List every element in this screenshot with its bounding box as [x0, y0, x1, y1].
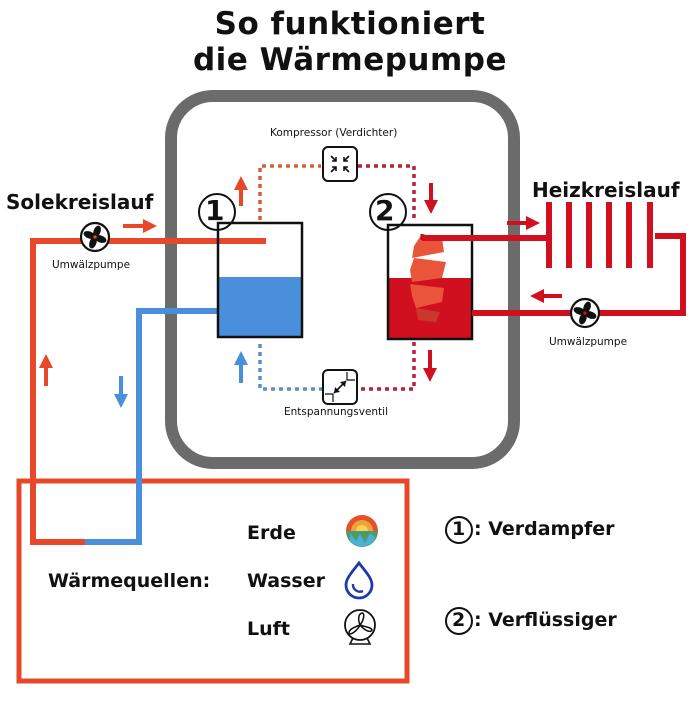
- heat-pump-housing: [165, 90, 520, 469]
- pump-right-label: Umwälzpumpe: [549, 336, 628, 348]
- marker-2-circle: [369, 193, 407, 231]
- arrow-up-icon: [39, 354, 53, 386]
- heat-source-air: Luft: [247, 618, 290, 640]
- arrow-up-icon: [234, 176, 248, 206]
- legend-1-circle: [445, 516, 473, 544]
- pump-left-label: Umwälzpumpe: [52, 259, 131, 271]
- heat-sources-frame: [16, 478, 410, 684]
- refrigerant-line-top-left: [258, 164, 321, 220]
- refrigerant-line-bottom-left: [258, 340, 323, 391]
- arrow-down-icon: [114, 376, 128, 408]
- arrow-down-icon: [424, 183, 438, 214]
- legend-1-number: 1: [452, 518, 466, 540]
- evaporator-tank: [216, 221, 304, 339]
- legend-2-circle: [445, 607, 473, 635]
- brine-supply-pipe: [30, 238, 266, 545]
- legend-2-text: : Verflüssiger: [474, 609, 617, 631]
- circulation-pump-right-icon: [569, 297, 601, 329]
- fan-icon: [344, 609, 376, 645]
- refrigerant-line-bottom-right: [358, 342, 416, 391]
- marker-1-circle: [198, 193, 236, 231]
- arrow-right-icon: [507, 216, 540, 230]
- marker-1-number: 1: [205, 194, 225, 227]
- earth-icon: [346, 515, 378, 547]
- refrigerant-line-top-right: [358, 164, 416, 222]
- water-drop-icon: [344, 560, 374, 600]
- compressor-icon[interactable]: [322, 146, 358, 182]
- arrow-down-icon: [423, 350, 437, 382]
- condenser-tank: [386, 223, 474, 341]
- arrow-up-icon: [234, 351, 248, 383]
- radiator-icon: [546, 202, 683, 268]
- legend-2-number: 2: [452, 609, 466, 631]
- heat-sources-heading: Wärmequellen:: [48, 570, 211, 592]
- brine-circuit-label: Solekreislauf: [6, 190, 154, 214]
- heat-source-water: Wasser: [247, 570, 325, 592]
- compressor-label: Kompressor (Verdichter): [270, 127, 398, 139]
- legend-1-text: : Verdampfer: [474, 518, 615, 540]
- expansion-valve-icon[interactable]: [322, 369, 358, 405]
- title-line-1: So funktioniert: [214, 6, 486, 42]
- expansion-valve-label: Entspannungsventil: [284, 406, 389, 418]
- title-line-2: die Wärmepumpe: [192, 42, 508, 78]
- heating-circuit-label: Heizkreislauf: [532, 178, 680, 202]
- arrow-right-icon: [123, 219, 157, 233]
- marker-2-number: 2: [375, 194, 395, 227]
- circulation-pump-left-icon: [79, 221, 111, 253]
- arrow-left-icon: [530, 289, 562, 303]
- heat-source-earth: Erde: [247, 522, 296, 544]
- brine-return-pipe: [85, 308, 218, 545]
